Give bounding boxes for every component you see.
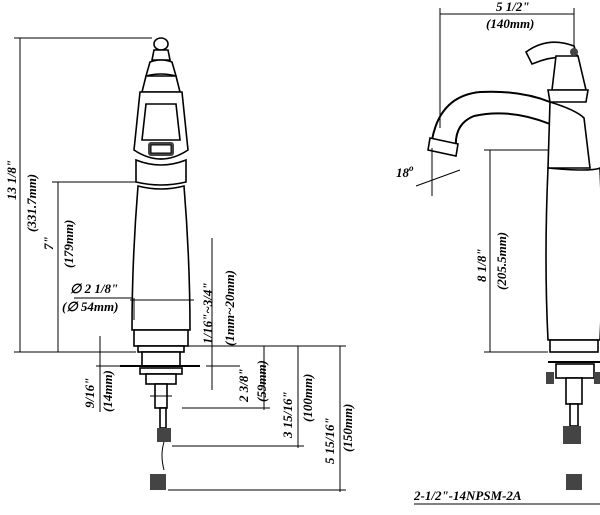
reach-mm: (140mm) (486, 16, 534, 31)
side-spout (427, 90, 551, 157)
overall-height-mm: (331.7mm) (24, 174, 39, 232)
nut-mm: (100mm) (300, 374, 315, 422)
reach-inch: 5 1/2" (496, 0, 530, 14)
shank-inch: 2 3/8" (236, 368, 251, 403)
base-diameter-inch: ∅ 2 1/8" (70, 281, 118, 296)
nut-inch: 3 15/16" (280, 391, 295, 439)
gap-mm: (14mm) (100, 370, 115, 412)
shank-mm: (59mm) (254, 360, 269, 402)
spout-angle: 18o (396, 163, 414, 180)
base-diameter-mm: (∅ 54mm) (62, 299, 118, 314)
deck-thickness-mm: (1mm~20mm) (222, 270, 237, 346)
gap-inch: 9/16" (82, 378, 97, 408)
side-view: 5 1/2" (140mm) 18o 8 1/8" (205.5mm) 2-1/… (396, 0, 600, 505)
overall-height-inch: 13 1/8" (4, 160, 19, 200)
total-inch: 5 15/16" (322, 417, 337, 464)
front-body (131, 158, 191, 353)
side-mounting (546, 361, 600, 490)
front-handle (140, 37, 182, 93)
spout-height-inch: 8 1/8" (474, 248, 489, 282)
front-mounting (120, 351, 200, 490)
front-view: 13 1/8" (331.7mm) 7" (179mm) ∅ 2 1/8" (∅… (4, 37, 355, 492)
side-handle (524, 41, 589, 103)
body-height-mm: (179mm) (61, 220, 76, 268)
thread-spec: 2-1/2"-14NPSM-2A (413, 488, 522, 503)
deck-thickness-inch: 1/16"~3/4" (200, 282, 215, 344)
spout-height-mm: (205.5mm) (494, 232, 509, 290)
side-body (545, 100, 600, 353)
total-mm: (150mm) (340, 404, 355, 452)
front-spout (133, 91, 189, 160)
body-height-inch: 7" (41, 236, 56, 250)
